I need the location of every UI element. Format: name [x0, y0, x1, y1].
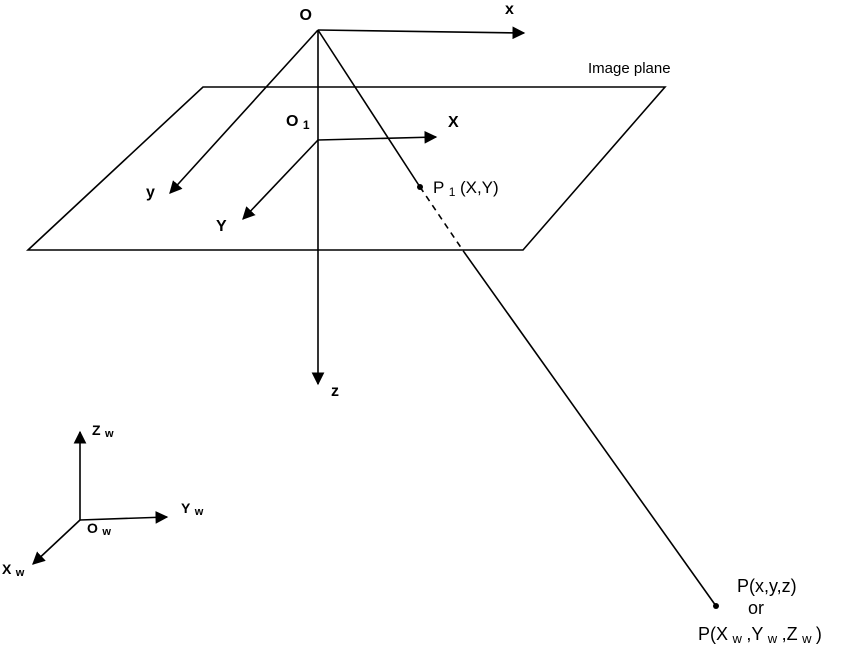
- camera-z-axis-label: z: [331, 383, 339, 400]
- world-y-axis-label: Y w: [181, 500, 204, 518]
- image-point-label: P 1 (X,Y): [433, 178, 499, 200]
- camera-x-axis-label: x: [505, 1, 514, 18]
- world-point-dot: [713, 603, 719, 609]
- projection-ray-upper: [317, 29, 421, 188]
- camera-y-axis-line: [169, 29, 319, 194]
- world-y-axis-line: [79, 511, 169, 524]
- world-point-label-line1: P(x,y,z): [737, 576, 797, 596]
- camera-origin-label: O: [300, 7, 312, 24]
- world-origin-label: O w: [87, 520, 111, 538]
- camera-y-axis-label: y: [146, 184, 155, 201]
- image-y-axis-label: Y: [216, 218, 227, 235]
- world-x-axis-line: [32, 519, 81, 565]
- image-point-dot: [417, 184, 423, 190]
- world-point-label-line2: or: [748, 598, 764, 618]
- camera-x-axis-line: [317, 26, 526, 40]
- image-x-axis-label: X: [448, 114, 459, 131]
- image-plane-label: Image plane: [588, 60, 671, 77]
- projection-ray-lower: [463, 251, 717, 607]
- image-origin-label: O 1: [286, 113, 310, 132]
- world-point-label-line3: P(X w ,Y w ,Z w ): [698, 624, 822, 647]
- world-x-axis-label: X w: [2, 561, 25, 579]
- world-z-axis-label: Z w: [92, 422, 114, 440]
- image-plane-outline: [25, 86, 667, 251]
- projection-ray-dashed: [419, 186, 465, 253]
- image-x-axis-line: [317, 130, 438, 144]
- image-y-axis-line: [242, 139, 319, 220]
